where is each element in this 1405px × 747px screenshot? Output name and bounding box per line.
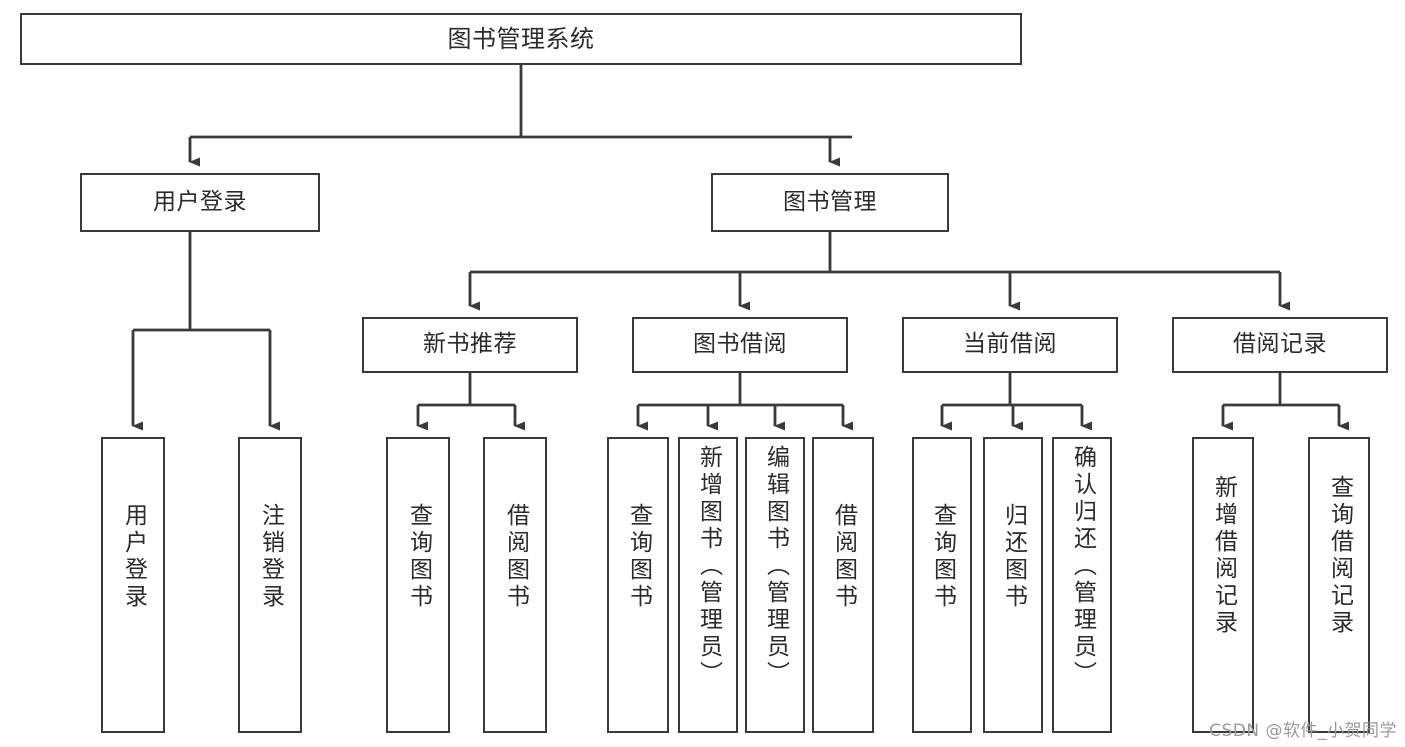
leaf-add-borrow-record[interactable]: 新增借阅记录	[1192, 437, 1254, 733]
leaf-borrow-book-recommend[interactable]: 借阅图书	[483, 437, 547, 733]
node-label: 新增借阅记录	[1210, 475, 1237, 637]
node-borrow-record[interactable]: 借阅记录	[1172, 317, 1388, 373]
leaf-add-book-admin[interactable]: 新增图书（管理员）	[678, 437, 738, 733]
node-label: 图书管理	[783, 188, 877, 215]
node-label: 图书借阅	[693, 331, 787, 358]
watermark-text: CSDN @软件_小贺同学	[1209, 721, 1397, 741]
node-label: 注销登录	[257, 503, 284, 611]
node-label: 查询图书	[405, 503, 432, 611]
leaf-query-book-recommend[interactable]: 查询图书	[386, 437, 450, 733]
node-label: 查询借阅记录	[1326, 475, 1353, 637]
node-user-login[interactable]: 用户登录	[80, 173, 320, 232]
node-label: 查询图书	[625, 503, 652, 611]
edge-borrowrecord-to-leaves	[1221, 373, 1349, 431]
node-label: 图书管理系统	[447, 24, 595, 53]
leaf-query-book-current[interactable]: 查询图书	[912, 437, 972, 733]
leaf-user-login[interactable]: 用户登录	[101, 437, 165, 733]
node-current-borrow[interactable]: 当前借阅	[902, 317, 1118, 373]
node-label: 用户登录	[153, 188, 247, 215]
node-label: 归还图书	[1000, 503, 1027, 611]
node-book-borrow[interactable]: 图书借阅	[632, 317, 848, 373]
edge-newbook-to-leaves	[416, 373, 525, 431]
edge-userlogin-to-leaves	[131, 232, 280, 431]
leaf-edit-book-admin[interactable]: 编辑图书（管理员）	[745, 437, 805, 733]
node-label: 新增图书（管理员）	[695, 445, 722, 688]
leaf-query-book-borrow[interactable]: 查询图书	[607, 437, 669, 733]
node-label: 当前借阅	[963, 331, 1057, 358]
edge-currentborrow-to-leaves	[940, 373, 1092, 431]
node-root-system[interactable]: 图书管理系统	[20, 13, 1022, 65]
leaf-confirm-return-admin[interactable]: 确认归还（管理员）	[1052, 437, 1112, 733]
node-label: 确认归还（管理员）	[1069, 445, 1096, 688]
node-label: 编辑图书（管理员）	[762, 445, 789, 688]
leaf-user-logout[interactable]: 注销登录	[238, 437, 302, 733]
node-label: 借阅图书	[830, 503, 857, 611]
node-label: 借阅图书	[502, 503, 529, 611]
leaf-return-book[interactable]: 归还图书	[983, 437, 1043, 733]
edge-bookborrow-to-leaves	[636, 373, 853, 431]
edge-bookmanage-to-level2	[468, 232, 1290, 311]
edge-root-to-level1	[188, 65, 852, 167]
node-new-book-recommend[interactable]: 新书推荐	[362, 317, 578, 373]
leaf-borrow-book-borrow[interactable]: 借阅图书	[812, 437, 874, 733]
leaf-query-borrow-record[interactable]: 查询借阅记录	[1308, 437, 1370, 733]
node-label: 借阅记录	[1233, 331, 1327, 358]
node-book-manage[interactable]: 图书管理	[711, 173, 949, 232]
node-label: 查询图书	[929, 503, 956, 611]
node-label: 用户登录	[120, 503, 147, 611]
node-label: 新书推荐	[423, 331, 517, 358]
